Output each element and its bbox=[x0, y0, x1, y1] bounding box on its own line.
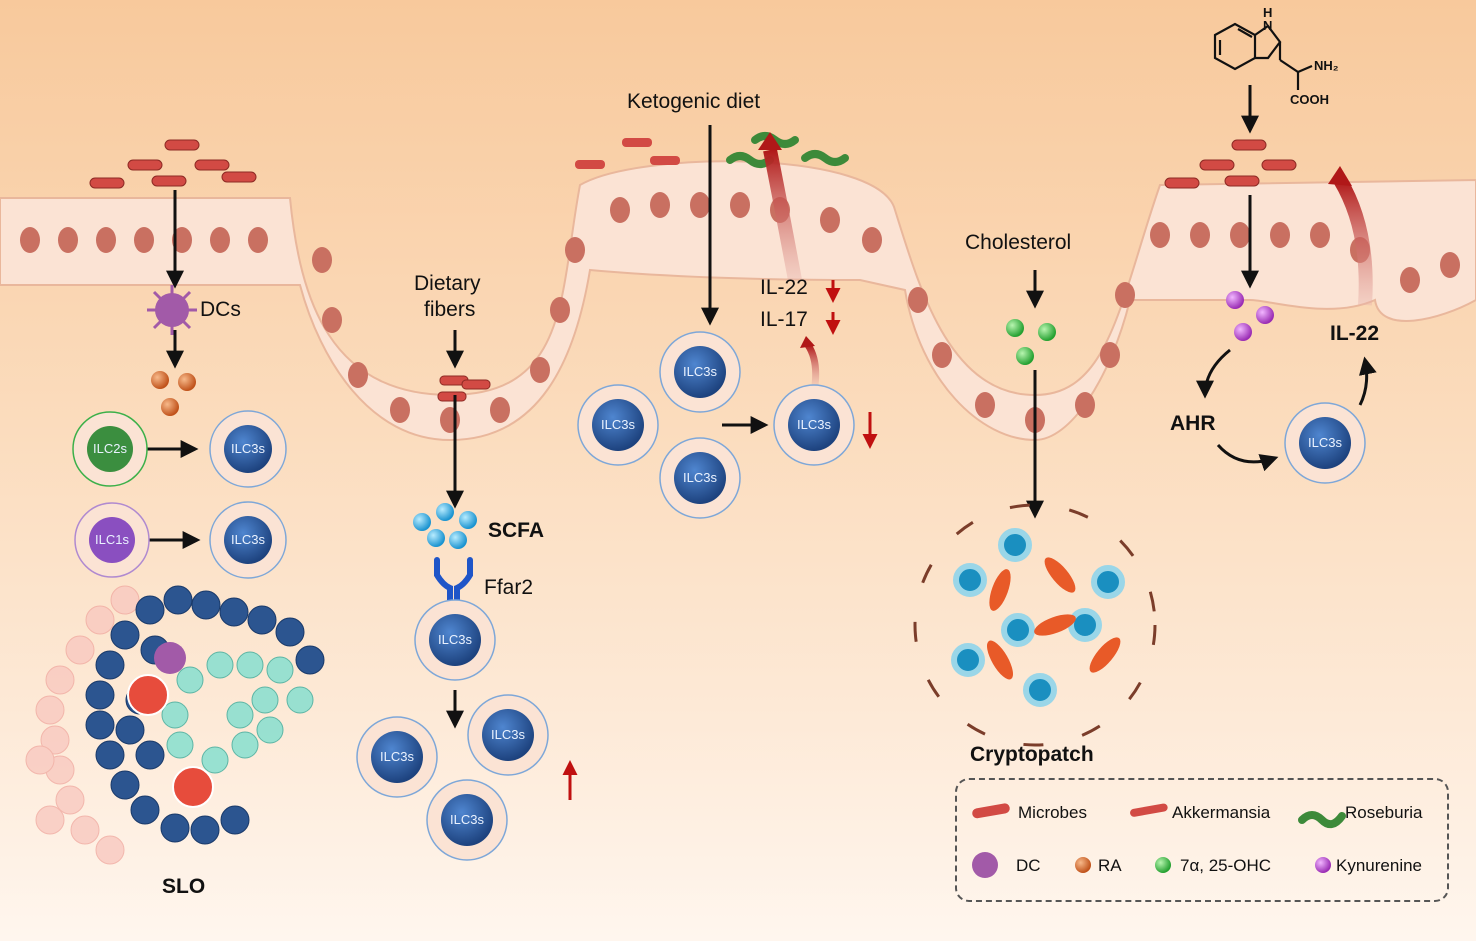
label-ketogenic-diet: Ketogenic diet bbox=[627, 90, 761, 113]
legend-ra: RA bbox=[1098, 856, 1122, 875]
cell-label-ilc3s: ILC3s bbox=[491, 727, 525, 742]
dendritic-cell bbox=[147, 285, 197, 335]
legend-akkermansia: Akkermansia bbox=[1172, 803, 1271, 822]
cell-label-ilc3s: ILC3s bbox=[601, 417, 635, 432]
cell-label-ilc3s: ILC3s bbox=[380, 749, 414, 764]
cell-label-ilc3s: ILC3s bbox=[450, 812, 484, 827]
cell-label-ilc2s: ILC2s bbox=[93, 441, 127, 456]
legend-microbes: Microbes bbox=[1018, 803, 1087, 822]
label-dcs: DCs bbox=[200, 298, 241, 321]
red-curved-arrows bbox=[758, 132, 1373, 386]
label-fibers: fibers bbox=[424, 298, 476, 321]
label-scfa: SCFA bbox=[488, 519, 545, 542]
cryptopatch-cluster bbox=[913, 503, 1157, 747]
legend-dc: DC bbox=[1016, 856, 1041, 875]
legend-box bbox=[955, 778, 1449, 902]
cell-label-ilc3s: ILC3s bbox=[683, 470, 717, 485]
label-cholesterol: Cholesterol bbox=[965, 231, 1072, 254]
chem-cooh: COOH bbox=[1290, 92, 1329, 107]
ilc-cells bbox=[72, 331, 1366, 861]
kynurenine-molecules bbox=[1226, 291, 1274, 341]
chem-nh-n: N bbox=[1263, 18, 1273, 33]
cell-label-ilc3s: ILC3s bbox=[683, 364, 717, 379]
label-ffar2: Ffar2 bbox=[484, 576, 534, 599]
scfa-molecules bbox=[413, 503, 477, 549]
chem-nh2: NH₂ bbox=[1314, 58, 1339, 73]
legend-roseburia: Roseburia bbox=[1345, 803, 1423, 822]
chem-nh-h: H bbox=[1263, 5, 1273, 20]
tryptophan-structure bbox=[1213, 22, 1313, 90]
secondary-lymphoid-organ bbox=[25, 585, 325, 865]
cell-label-ilc3s: ILC3s bbox=[231, 441, 265, 456]
legend-kynurenine: Kynurenine bbox=[1336, 856, 1423, 875]
cell-label-ilc3s: ILC3s bbox=[231, 532, 265, 547]
cell-label-ilc3s: ILC3s bbox=[438, 632, 472, 647]
label-il22-down: IL-22 bbox=[760, 276, 808, 299]
regulation-arrows bbox=[562, 280, 878, 800]
oxysterol-molecules bbox=[1006, 319, 1056, 365]
label-ahr: AHR bbox=[1170, 412, 1216, 435]
surface-microbes bbox=[89, 139, 1297, 402]
label-slo: SLO bbox=[162, 875, 206, 898]
cell-label-ilc3s: ILC3s bbox=[1308, 435, 1342, 450]
label-il22-right: IL-22 bbox=[1330, 322, 1380, 345]
legend-ohc: 7α, 25-OHC bbox=[1180, 856, 1272, 875]
retinoic-acid bbox=[151, 371, 196, 416]
ffar2-receptor bbox=[434, 557, 473, 608]
label-cryptopatch: Cryptopatch bbox=[970, 743, 1094, 766]
pathway-arrows bbox=[140, 85, 1377, 729]
legend-icons bbox=[972, 803, 1346, 878]
label-dietary: Dietary bbox=[414, 272, 481, 295]
cell-label-ilc1s: ILC1s bbox=[95, 532, 129, 547]
cell-label-ilc3s: ILC3s bbox=[797, 417, 831, 432]
label-il17-down: IL-17 bbox=[760, 308, 808, 331]
